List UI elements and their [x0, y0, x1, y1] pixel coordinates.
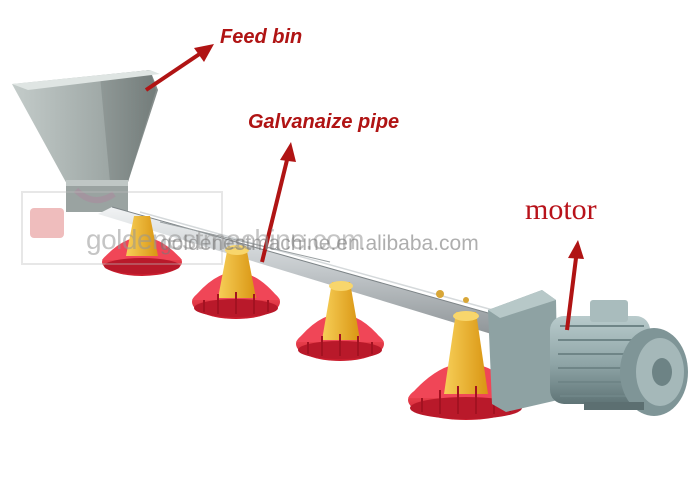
feeder-pan-3 [296, 281, 384, 361]
watermark-text-secondary: goldenestmachine.en.alibaba.com [160, 232, 479, 255]
feed-bin-label: Feed bin [220, 26, 303, 48]
feed-bin [12, 70, 160, 212]
feeder-pan-1 [102, 216, 182, 276]
arrow-feed-bin [144, 44, 214, 92]
arrow-motor [565, 240, 584, 331]
watermark-text-primary: goldenestmachine.com [86, 224, 364, 255]
motor [488, 290, 688, 416]
pipe-label: Galvanaize pipe [248, 111, 400, 133]
motor-label: motor [525, 193, 597, 226]
arrow-pipe [260, 142, 296, 263]
watermark-logo [21, 191, 223, 265]
galvanized-pipe [98, 206, 507, 336]
feeder-pan-2 [192, 245, 280, 319]
